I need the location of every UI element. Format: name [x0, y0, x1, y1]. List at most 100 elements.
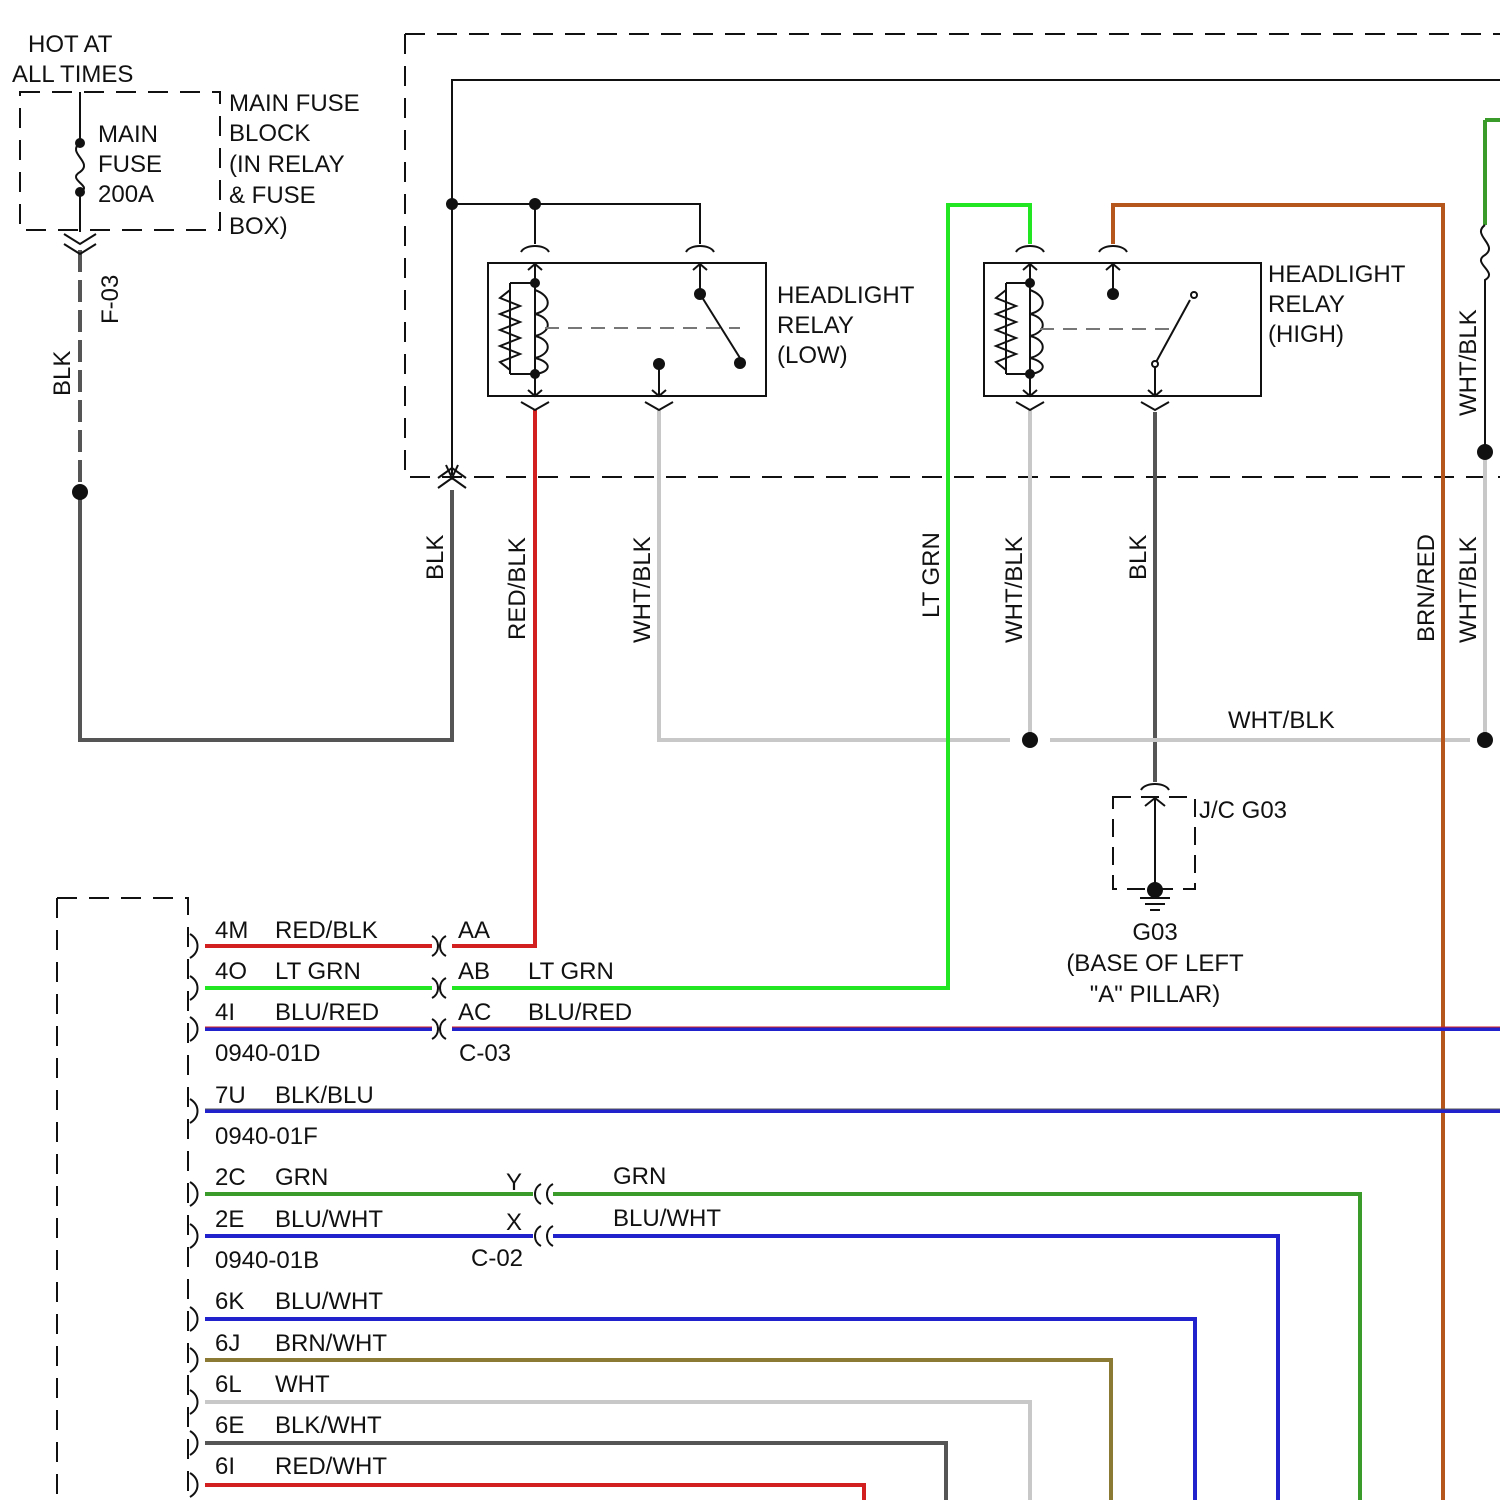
- wire-label-red-blk: RED/BLK: [504, 537, 531, 640]
- wire-label-blk-mid: BLK: [422, 535, 449, 580]
- harness-wire-6j: BRN/WHT: [275, 1330, 387, 1357]
- red-blk-wire: [452, 410, 535, 946]
- wire-label-blk-right: BLK: [1125, 535, 1152, 580]
- harness-wire-6e: BLK/WHT: [275, 1412, 382, 1439]
- fuse-block-label-4: & FUSE: [229, 182, 316, 209]
- relay-high-label-1: HEADLIGHT: [1268, 261, 1406, 288]
- main-fuse-label-1: MAIN: [98, 121, 158, 148]
- ground-jc-label: J/C G03: [1199, 797, 1287, 824]
- harness-pin-4o: 4O: [215, 958, 247, 985]
- splice-points: [72, 138, 1493, 898]
- splice-ground: [1147, 882, 1163, 898]
- harness-wire-4i: BLU/RED: [275, 999, 379, 1026]
- fuse-block-label-5: BOX): [229, 213, 288, 240]
- harness-connector-01d: 0940-01D: [215, 1040, 320, 1067]
- wire-label-blk-left: BLK: [49, 351, 76, 396]
- harness-pin-4i: 4I: [215, 999, 235, 1026]
- wire-label-wht-blk-2: WHT/BLK: [1001, 536, 1028, 643]
- relay-box-outline: [405, 34, 1500, 477]
- splice-fuse-bottom: [75, 187, 85, 197]
- module-outline: [57, 898, 188, 1500]
- wht-blk-wire-low: [659, 410, 1010, 740]
- relay-low-node-5: [653, 358, 665, 370]
- harness-pin-2c: 2C: [215, 1164, 246, 1191]
- harness-pin-6j: 6J: [215, 1330, 240, 1357]
- green-wire-right: [1485, 120, 1500, 225]
- splice-bus-relay: [529, 198, 541, 210]
- harness-wire-7u: BLK/BLU: [275, 1082, 374, 1109]
- c02-name: C-02: [471, 1245, 523, 1272]
- harness-pin-6l: 6L: [215, 1371, 242, 1398]
- relay-low-label-1: HEADLIGHT: [777, 282, 915, 309]
- splice-wht-blk-1: [1022, 732, 1038, 748]
- labels: HOT AT ALL TIMES MAIN FUSE 200A MAIN FUS…: [12, 31, 1482, 1480]
- wire-label-brn-red: BRN/RED: [1413, 534, 1440, 642]
- conn-c02: [535, 1184, 553, 1246]
- c02-wire-x: BLU/WHT: [613, 1205, 721, 1232]
- ground-location-1: (BASE OF LEFT: [1066, 950, 1244, 977]
- fuse-element: [76, 143, 84, 192]
- harness-pin-6k: 6K: [215, 1288, 244, 1315]
- power-label-2: ALL TIMES: [12, 61, 133, 88]
- ground-symbol: [1140, 898, 1170, 910]
- relay-low-label-3: (LOW): [777, 342, 848, 369]
- harness-wire-4o: LT GRN: [275, 958, 361, 985]
- c03-pin-aa: AA: [458, 917, 490, 944]
- harness-pin-6e: 6E: [215, 1412, 244, 1439]
- relay-high-node-1: [1025, 278, 1035, 288]
- harness-wires: [205, 946, 1500, 1500]
- relay-high-node-3: [1107, 288, 1119, 300]
- harness-pin-6i: 6I: [215, 1453, 235, 1480]
- conn-module-pins: [190, 934, 198, 1497]
- conn-relay-high-bottom: [1016, 390, 1169, 410]
- c02-pin-x: X: [506, 1209, 522, 1236]
- ground-location-2: "A" PILLAR): [1090, 981, 1220, 1008]
- harness-wire-2c: GRN: [275, 1164, 328, 1191]
- c03-wire-ac: BLU/RED: [528, 999, 632, 1026]
- harness-wire-6k: BLU/WHT: [275, 1288, 383, 1315]
- conn-relay-high-top: [1016, 246, 1127, 270]
- conn-relay-low-top: [521, 246, 714, 270]
- harness-wire-6l: WHT: [275, 1371, 330, 1398]
- splice-f03: [72, 484, 88, 500]
- harness-pin-7u: 7U: [215, 1082, 246, 1109]
- blk-wire-fuse-to-box: [80, 490, 452, 740]
- conn-relay-low-bottom: [521, 390, 673, 410]
- relay-high-label-3: (HIGH): [1268, 321, 1344, 348]
- wire-label-wht-blk-4: WHT/BLK: [1455, 309, 1482, 416]
- relay-high-node-2: [1025, 369, 1035, 379]
- c02-wire-y: GRN: [613, 1163, 666, 1190]
- bus-relay-low: [452, 204, 700, 244]
- c03-pin-ab: AB: [458, 958, 490, 985]
- wire-6i: [205, 1485, 864, 1500]
- relay-high-contact: [1155, 300, 1190, 396]
- splice-fuse-top: [75, 138, 85, 148]
- conn-c03: [432, 936, 446, 1039]
- relay-high-label-2: RELAY: [1268, 291, 1345, 318]
- relay-low-node-1: [530, 278, 540, 288]
- relay-high-coil-loops: [1030, 290, 1043, 374]
- splice-bus-left: [446, 198, 458, 210]
- harness-connector-01f: 0940-01F: [215, 1123, 318, 1150]
- c03-name: C-03: [459, 1040, 511, 1067]
- relay-low: [488, 263, 766, 396]
- wire-label-f03: F-03: [97, 275, 124, 324]
- fuse-block-label-2: BLOCK: [229, 120, 310, 147]
- splice-wht-blk-2: [1477, 732, 1493, 748]
- relay-low-coil-loops: [535, 290, 548, 374]
- harness-wire-2e: BLU/WHT: [275, 1206, 383, 1233]
- wire-label-wht-blk-3: WHT/BLK: [1455, 536, 1482, 643]
- splice-wht-blk-3: [1477, 444, 1493, 460]
- main-fuse-label-2: FUSE: [98, 151, 162, 178]
- harness-pin-2e: 2E: [215, 1206, 244, 1233]
- harness-pin-4m: 4M: [215, 917, 248, 944]
- relay-low-node-3: [694, 288, 706, 300]
- wire-label-wht-blk-h: WHT/BLK: [1228, 707, 1335, 734]
- power-wires: [80, 250, 1155, 782]
- wire-label-lt-grn: LT GRN: [918, 532, 945, 618]
- relay-low-node-2: [530, 369, 540, 379]
- ground-name-label: G03: [1132, 919, 1177, 946]
- relay-high-node-4: [1152, 361, 1158, 367]
- fuse-block-label-1: MAIN FUSE: [229, 90, 360, 117]
